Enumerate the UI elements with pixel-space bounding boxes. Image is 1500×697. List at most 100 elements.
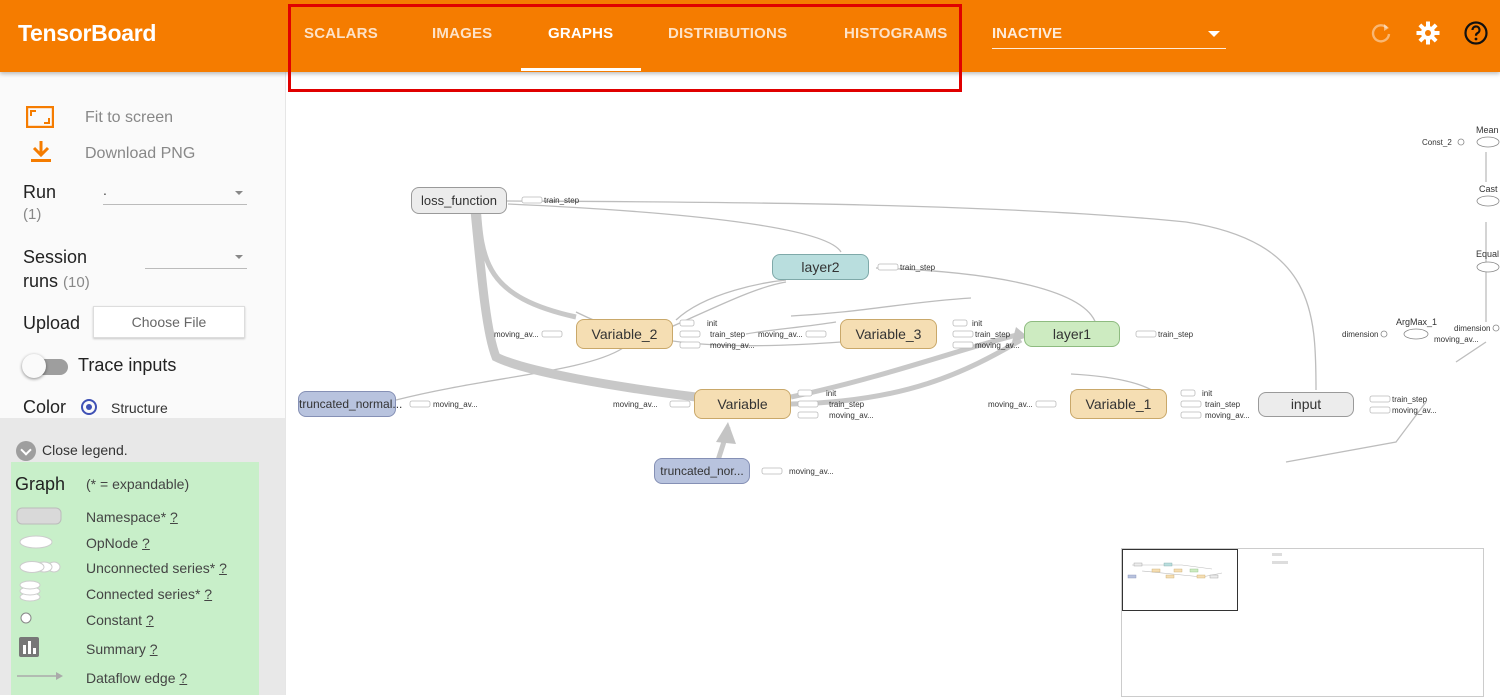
tab-images[interactable]: IMAGES — [432, 25, 493, 42]
unconnected-series-icon — [19, 561, 61, 573]
fit-to-screen-icon[interactable] — [26, 106, 54, 128]
graph-minimap[interactable] — [1121, 548, 1484, 697]
label-train-step: train_step — [975, 330, 1011, 339]
namespace-help-link[interactable]: ? — [170, 509, 178, 525]
label-moving-av: moving_av... — [758, 330, 803, 339]
label-init: init — [1202, 389, 1213, 398]
run-count: (1) — [23, 206, 42, 223]
node-variable[interactable]: Variable — [694, 389, 791, 419]
chevron-down-icon[interactable] — [16, 441, 36, 461]
label-train-step: train_step — [829, 400, 865, 409]
node-variable-2[interactable]: Variable_2 — [576, 319, 673, 349]
node-input[interactable]: input — [1258, 392, 1354, 417]
session-runs-label: runs (10) — [23, 271, 90, 292]
node-equal[interactable]: Equal — [1476, 249, 1500, 259]
run-dropdown[interactable]: . — [103, 182, 247, 205]
trace-inputs-toggle-knob[interactable] — [22, 354, 46, 378]
run-label: Run — [23, 182, 57, 202]
opnode-icon — [19, 535, 53, 549]
fit-to-screen-button[interactable]: Fit to screen — [85, 109, 174, 126]
gear-icon[interactable] — [1415, 20, 1441, 46]
unconnected-series-help-link[interactable]: ? — [219, 560, 227, 576]
label-init: init — [826, 389, 837, 398]
inactive-select-value: INACTIVE — [992, 25, 1063, 42]
label-moving-av: moving_av... — [710, 341, 755, 350]
graph-canvas[interactable]: loss_function layer2 Variable_2 Variable… — [286, 72, 1500, 695]
chevron-down-icon — [235, 255, 243, 259]
minimap-thumbnail — [1127, 553, 1288, 579]
label-init: init — [707, 319, 718, 328]
node-loss-function[interactable]: loss_function — [411, 187, 507, 214]
node-truncated-normal-1[interactable]: truncated_normal... — [298, 391, 402, 417]
run-dropdown-value: . — [103, 182, 107, 198]
color-structure-radio[interactable] — [81, 399, 97, 415]
label-train-step: train_step — [544, 196, 580, 205]
app-title: TensorBoard — [18, 20, 157, 46]
label-moving-av: moving_av... — [829, 411, 874, 420]
chevron-down-icon — [235, 191, 243, 195]
sidebar: Fit to screen Download PNG Run (1) . Ses… — [0, 72, 286, 695]
inactive-dashboards-select[interactable]: INACTIVE — [992, 22, 1226, 49]
legend-subtitle: (* = expandable) — [86, 476, 190, 492]
node-variable-1[interactable]: Variable_1 — [1070, 389, 1167, 419]
session-label: Session — [23, 247, 88, 267]
label-init: init — [972, 319, 983, 328]
tab-scalars[interactable]: SCALARS — [304, 25, 378, 42]
opnode-help-link[interactable]: ? — [142, 535, 150, 551]
session-runs-dropdown[interactable] — [145, 246, 247, 269]
legend-box — [11, 462, 259, 695]
session-runs-count: (10) — [63, 274, 90, 291]
legend-item-constant: Constant ? — [86, 612, 154, 628]
node-dimension[interactable]: dimension — [1342, 330, 1379, 339]
label-moving-av: moving_av... — [1205, 411, 1250, 420]
node-variable-3[interactable]: Variable_3 — [840, 319, 937, 349]
legend-item-opnode: OpNode ? — [86, 535, 150, 551]
node-dimension[interactable]: dimension — [1454, 324, 1491, 333]
download-icon[interactable] — [30, 140, 52, 164]
dataflow-edge-help-link[interactable]: ? — [179, 670, 188, 686]
label-moving-av: moving_av... — [433, 400, 478, 409]
color-label: Color — [23, 397, 67, 417]
legend-item-summary: Summary ? — [86, 641, 158, 657]
choose-file-button[interactable]: Choose File — [93, 306, 245, 338]
node-layer2[interactable]: layer2 — [772, 254, 869, 280]
tab-graphs[interactable]: GRAPHS — [548, 25, 614, 42]
summary-help-link[interactable]: ? — [149, 641, 158, 657]
series-chips — [409, 136, 1500, 475]
node-mean[interactable]: Mean — [1476, 125, 1499, 135]
help-icon[interactable] — [1463, 20, 1489, 46]
label-moving-av: moving_av... — [494, 330, 539, 339]
legend-item-opnode-label: OpNode — [86, 535, 139, 551]
trace-inputs-label: Trace inputs — [78, 355, 177, 375]
tab-histograms[interactable]: HISTOGRAMS — [844, 25, 948, 42]
active-tab-indicator — [521, 68, 641, 71]
constant-help-link[interactable]: ? — [145, 612, 154, 628]
label-moving-av: moving_av... — [975, 341, 1020, 350]
label-train-step: train_step — [1392, 395, 1428, 404]
close-legend-link[interactable]: Close legend. — [42, 442, 128, 458]
label-train-step: train_step — [1158, 330, 1194, 339]
node-cast[interactable]: Cast — [1479, 184, 1498, 194]
legend-item-dataflow-edge: Dataflow edge ? — [86, 670, 187, 686]
legend-item-namespace-label: Namespace* — [86, 509, 167, 525]
refresh-icon[interactable] — [1368, 20, 1394, 46]
connected-series-icon — [19, 580, 41, 602]
legend-item-unconnected-label: Unconnected series* — [86, 560, 216, 576]
top-app-bar: TensorBoard SCALARS IMAGES GRAPHS DISTRI… — [0, 0, 1500, 72]
node-const-2[interactable]: Const_2 — [1422, 138, 1452, 147]
minimap-viewport[interactable] — [1122, 549, 1238, 611]
dataflow-edge-icon — [17, 672, 63, 680]
download-png-button[interactable]: Download PNG — [85, 145, 196, 162]
tab-distributions[interactable]: DISTRIBUTIONS — [668, 25, 788, 42]
node-layer1[interactable]: layer1 — [1024, 321, 1120, 347]
label-moving-av: moving_av... — [988, 400, 1033, 409]
summary-icon — [19, 637, 39, 657]
constant-icon — [20, 612, 32, 624]
label-moving-av: moving_av... — [1392, 406, 1437, 415]
node-argmax-1[interactable]: ArgMax_1 — [1396, 317, 1438, 327]
legend-item-dataflow-label: Dataflow edge — [86, 670, 176, 686]
connected-series-help-link[interactable]: ? — [204, 586, 213, 602]
upload-label: Upload — [23, 313, 81, 333]
legend-item-summary-label: Summary — [86, 641, 146, 657]
node-truncated-normal-2[interactable]: truncated_nor... — [654, 458, 750, 484]
